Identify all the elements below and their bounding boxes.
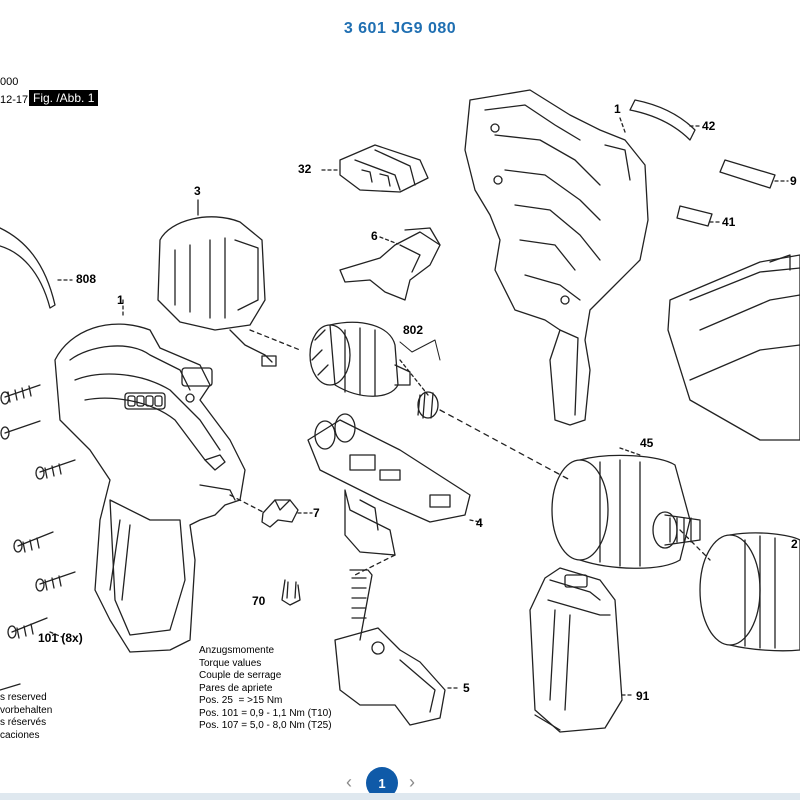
part-70-spring: [281, 579, 301, 606]
callout-5: 5: [463, 681, 470, 695]
screws-101: [0, 384, 76, 691]
rights-notice: s reserved vorbehalten s réservés cacion…: [0, 692, 52, 742]
part-2-chuck: [699, 532, 800, 652]
torque-note-line: Pares de apriete: [199, 682, 273, 694]
callout-101: 101 (8x): [38, 631, 83, 645]
callout-802: 802: [403, 323, 424, 337]
part-42-label: [629, 99, 696, 141]
torque-note-line: Pos. 107 = 5,0 - 8,0 Nm (T25): [199, 720, 332, 731]
callout-3: 3: [194, 184, 201, 198]
callout-4: 4: [476, 516, 483, 530]
torque-note-line: Pos. 25 = >15 Nm: [199, 695, 283, 706]
part-91-battery: [529, 567, 623, 733]
part-9-label: [719, 159, 776, 189]
callout-32: 32: [298, 162, 312, 176]
part-808-label-strip: [0, 227, 56, 309]
rights-line: s reserved: [0, 692, 47, 703]
meta-line-2: 12-17: [0, 94, 29, 106]
part-1-left-housing: [54, 323, 246, 653]
chevron-right-icon[interactable]: ›: [409, 772, 415, 792]
torque-note-line: Anzugsmomente: [199, 645, 275, 656]
callout-6: 6: [371, 229, 378, 243]
callout-41: 41: [722, 215, 736, 229]
torque-notes: Anzugsmomente Torque values Couple de se…: [199, 645, 332, 733]
document-number: 3 601 JG9 080: [343, 20, 457, 37]
torque-note-line: Couple de serrage: [199, 670, 282, 681]
part-3-stator: [157, 199, 277, 367]
callout-1-left: 1: [117, 293, 124, 307]
torque-note-line: Torque values: [199, 657, 262, 669]
part-7-clip: [261, 499, 299, 528]
rights-line: cacionеs: [0, 729, 40, 741]
part-5-switch: [334, 569, 446, 726]
part-41-label: [676, 205, 713, 227]
part-802-motor: [309, 321, 439, 419]
part-45-gearbox: [551, 454, 701, 569]
rights-line: vorbehalten: [0, 704, 53, 716]
torque-note-line: Pos. 101 = 0,9 - 1,1 Nm (T10): [199, 707, 332, 719]
bottom-bar: [0, 793, 800, 800]
callout-42: 42: [702, 119, 716, 133]
charger: [667, 254, 800, 441]
callout-9: 9: [790, 174, 797, 188]
part-1-right-housing: [464, 89, 649, 426]
callout-70: 70: [252, 594, 266, 608]
callout-45: 45: [640, 436, 654, 450]
part-4-electronics: [307, 413, 471, 556]
meta-line-1: 000: [0, 76, 19, 88]
rights-line: s réservés: [0, 717, 47, 728]
callout-808: 808: [76, 272, 97, 286]
callout-2: 2: [791, 537, 798, 551]
part-32-switch-slider: [339, 144, 429, 193]
callout-91: 91: [636, 689, 650, 703]
part-6-lever: [339, 227, 441, 301]
figure-label: Fig. /Abb. 1: [29, 90, 99, 106]
callout-7: 7: [313, 506, 320, 520]
chevron-left-icon[interactable]: ‹: [346, 772, 352, 792]
callout-1-right: 1: [614, 102, 621, 116]
